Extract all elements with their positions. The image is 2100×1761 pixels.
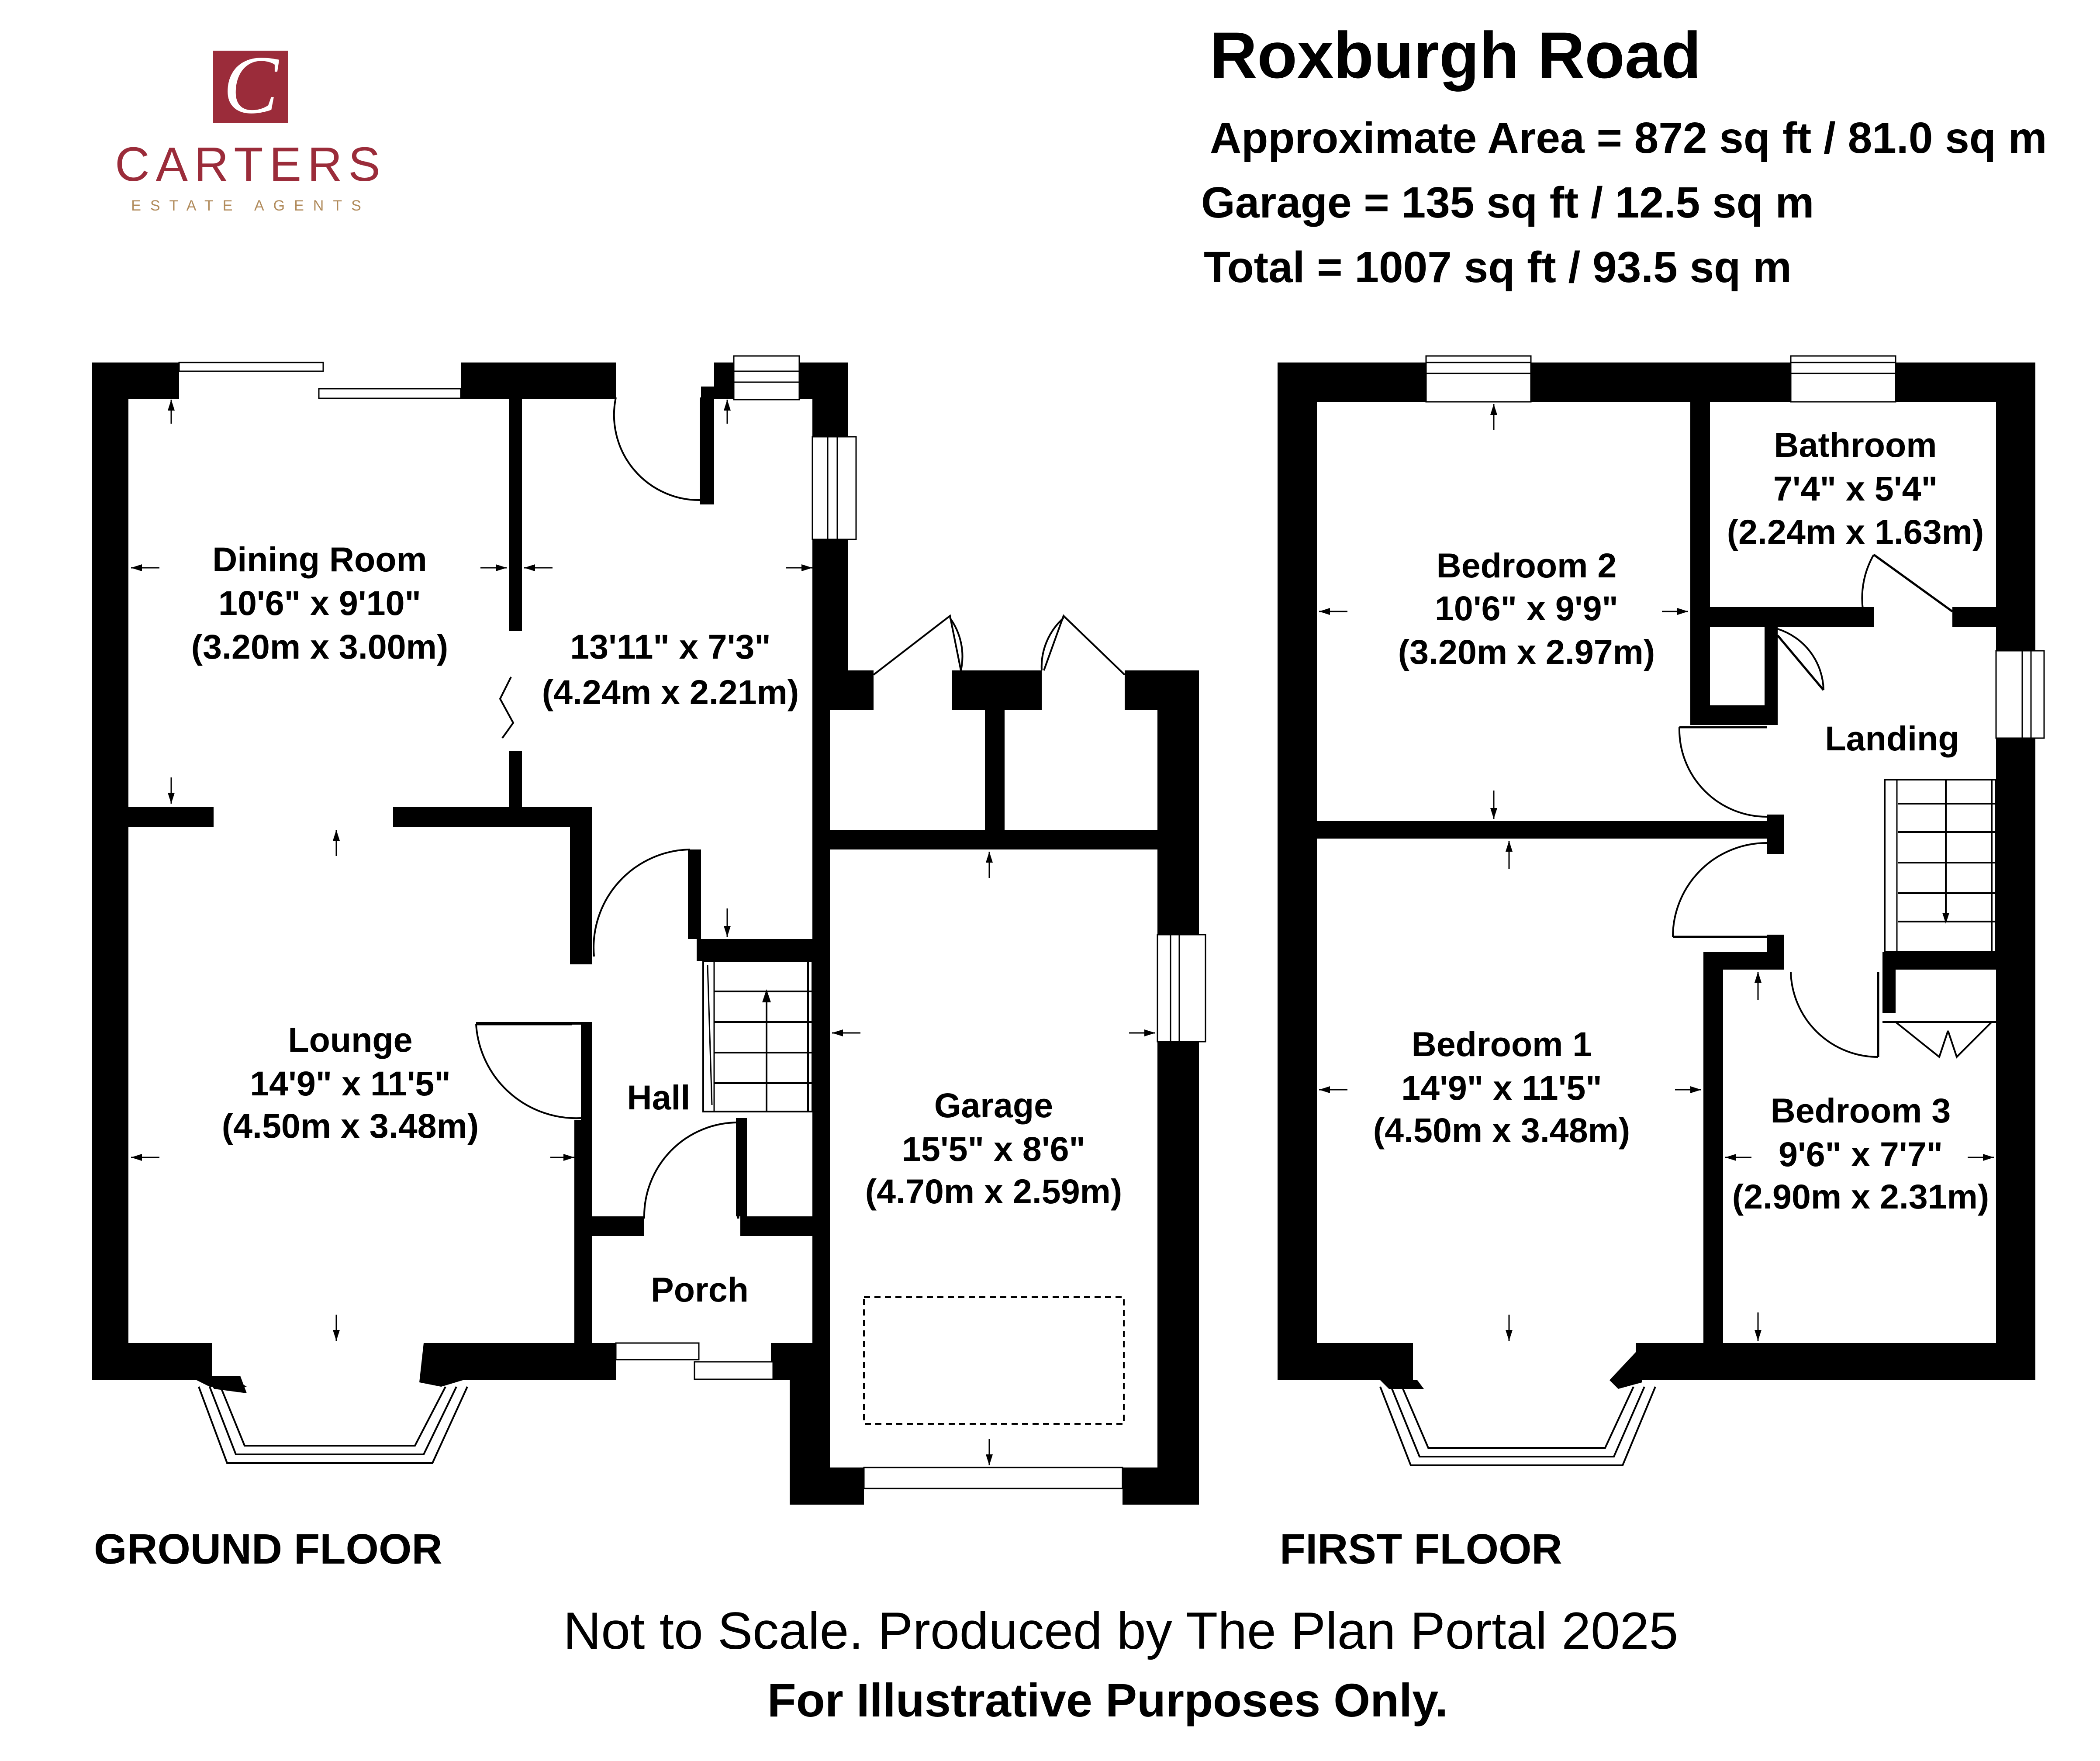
kitchen-back-door <box>613 397 702 504</box>
bedroom1-metric: (4.50m x 3.48m) <box>1373 1111 1630 1150</box>
bedroom1-door <box>1672 842 1767 938</box>
kitchen-imperial: 13'11" x 7'3" <box>570 627 771 666</box>
bathroom-name: Bathroom <box>1774 425 1937 464</box>
bathroom-door <box>1861 553 1953 613</box>
bedroom3-name: Bedroom 3 <box>1771 1091 1951 1130</box>
dining-room-name: Dining Room <box>212 540 427 579</box>
garage-area: Garage = 135 sq ft / 12.5 sq m <box>1201 178 1814 227</box>
page-title: Roxburgh Road <box>1210 18 1701 92</box>
cupboard-door <box>1777 628 1824 691</box>
carters-logo: C CARTERS ESTATE AGENTS <box>115 39 387 214</box>
logo-monogram-box <box>213 51 288 123</box>
porch-name: Porch <box>651 1270 749 1309</box>
lounge-door <box>475 1023 581 1119</box>
bedroom1-imperial: 14'9" x 11'5" <box>1401 1068 1602 1107</box>
garage-imperial: 15'5" x 8'6" <box>902 1129 1085 1168</box>
bathroom-imperial: 7'4" x 5'4" <box>1773 469 1938 508</box>
bedroom1-bay-window <box>1379 1386 1656 1466</box>
illustrative-text: For Illustrative Purposes Only. <box>767 1674 1448 1726</box>
lounge-name: Lounge <box>288 1020 412 1059</box>
dining-folding-door <box>499 677 515 739</box>
ground-floor-title: GROUND FLOOR <box>94 1525 442 1573</box>
first-floor-stairs <box>1884 779 1997 953</box>
logo-tagline: ESTATE AGENTS <box>131 197 370 214</box>
kitchen-metric: (4.24m x 2.21m) <box>542 673 799 711</box>
landing-name: Landing <box>1825 719 1959 758</box>
lounge-bay-window <box>198 1386 468 1464</box>
kitchen-door <box>593 849 691 957</box>
garage-metric: (4.70m x 2.59m) <box>865 1172 1122 1211</box>
dining-room-imperial: 10'6" x 9'10" <box>218 584 421 622</box>
first-dimension-arrows <box>1319 404 1994 1341</box>
lounge-imperial: 14'9" x 11'5" <box>250 1064 451 1103</box>
total-area: Total = 1007 sq ft / 93.5 sq m <box>1204 243 1792 292</box>
dining-room-metric: (3.20m x 3.00m) <box>191 627 448 666</box>
hall-name: Hall <box>627 1078 691 1117</box>
disclaimer-text: Not to Scale. Produced by The Plan Porta… <box>563 1602 1679 1660</box>
garage <box>790 614 1206 1505</box>
wardrobe-doors <box>1882 1021 1996 1059</box>
logo-monogram: C <box>223 39 280 131</box>
bedroom3-door <box>1790 971 1879 1058</box>
first-floor: Bedroom 2 10'6" x 9'9" (3.20m x 2.97m) B… <box>1278 355 2045 1466</box>
bedroom2-door <box>1678 726 1767 818</box>
garage-name: Garage <box>934 1086 1053 1125</box>
lounge-metric: (4.50m x 3.48m) <box>222 1106 479 1145</box>
bathroom-metric: (2.24m x 1.63m) <box>1727 512 1984 551</box>
bedroom2-metric: (3.20m x 2.97m) <box>1398 632 1655 671</box>
ground-floor: Dining Room 10'6" x 9'10" (3.20m x 3.00m… <box>92 355 1206 1505</box>
first-floor-title: FIRST FLOOR <box>1280 1525 1562 1573</box>
logo-name: CARTERS <box>115 138 387 191</box>
bedroom3-imperial: 9'6" x 7'7" <box>1779 1135 1943 1174</box>
approximate-area: Approximate Area = 872 sq ft / 81.0 sq m <box>1210 114 2047 162</box>
bedroom3-metric: (2.90m x 2.31m) <box>1732 1177 1989 1216</box>
bedroom2-imperial: 10'6" x 9'9" <box>1435 589 1618 628</box>
bedroom2-name: Bedroom 2 <box>1437 546 1617 585</box>
ground-dimension-arrows <box>131 400 1155 1465</box>
bedroom1-name: Bedroom 1 <box>1412 1025 1592 1064</box>
ground-floor-stairs <box>702 960 813 1112</box>
porch-inner-door <box>643 1120 739 1219</box>
